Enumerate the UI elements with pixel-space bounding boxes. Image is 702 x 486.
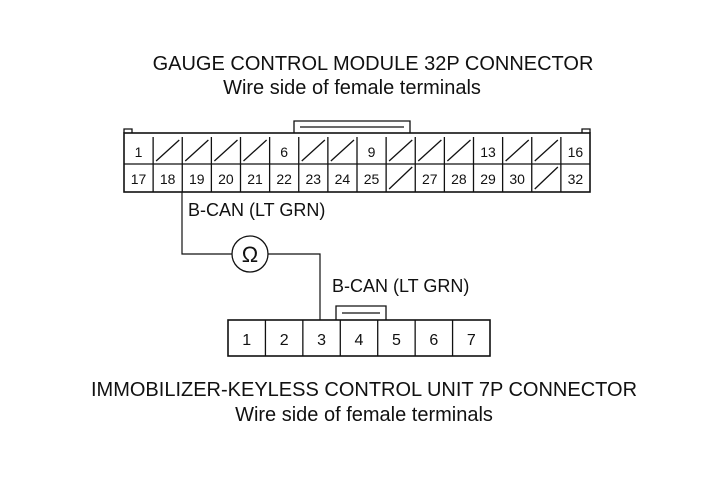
pin-label: 3 [317, 332, 326, 349]
pin-label: 16 [568, 144, 584, 160]
gauge-connector-right-notch [581, 128, 591, 133]
pin-label: 21 [247, 171, 263, 187]
pin-label: 1 [242, 332, 251, 349]
gauge-connector-left-notch [123, 128, 133, 133]
gauge-connector-grid [124, 137, 590, 192]
pin-label: 27 [422, 171, 438, 187]
immobilizer-connector-pins: 1 2 3 4 5 6 7 [242, 332, 476, 349]
empty-cavity-slash [184, 139, 209, 162]
pin-label: 17 [131, 171, 147, 187]
wire-label-lower: B-CAN (LT GRN) [332, 276, 469, 296]
pin-label: 1 [135, 144, 143, 160]
empty-cavity-slash [534, 166, 559, 190]
pin-label: 19 [189, 171, 205, 187]
pin-label: 23 [306, 171, 322, 187]
wire-meter-to-immobilizer [268, 253, 321, 320]
pin-label: 25 [364, 171, 380, 187]
pin-label: 13 [480, 144, 496, 160]
empty-cavity-slash [213, 139, 238, 162]
pin-label: 29 [480, 171, 496, 187]
immobilizer-connector-title: IMMOBILIZER-KEYLESS CONTROL UNIT 7P CONN… [91, 379, 637, 401]
empty-cavity-slash [534, 139, 559, 162]
empty-cavity-slash [301, 139, 326, 162]
pin-label: 28 [451, 171, 467, 187]
pin-label: 7 [467, 332, 476, 349]
pin-label: 20 [218, 171, 234, 187]
empty-cavity-slash [417, 139, 442, 162]
pin-label: 5 [392, 332, 401, 349]
empty-cavity-slash [505, 139, 530, 162]
gauge-connector-lock-tab [293, 120, 411, 133]
pin-label: 24 [335, 171, 351, 187]
immobilizer-connector-lock-tab [335, 305, 387, 320]
immobilizer-connector-7p: 1 2 3 4 5 6 7 [227, 305, 491, 357]
pin-label: 6 [429, 332, 438, 349]
pin-label: 30 [509, 171, 525, 187]
empty-cavity-slash [243, 139, 268, 162]
immobilizer-connector-housing [227, 319, 491, 357]
empty-cavity-slash [155, 139, 180, 162]
gauge-connector-subtitle: Wire side of female terminals [223, 77, 481, 99]
empty-cavity-slash [388, 166, 413, 190]
pin-label: 6 [280, 144, 288, 160]
pin-label: 2 [280, 332, 289, 349]
pin-label: 9 [368, 144, 376, 160]
pin-label: 22 [276, 171, 292, 187]
pin-label: 32 [568, 171, 584, 187]
empty-cavity-slash [330, 139, 355, 162]
immobilizer-connector-subtitle: Wire side of female terminals [235, 404, 493, 426]
wire-label-upper: B-CAN (LT GRN) [188, 200, 325, 220]
pin-label: 4 [355, 332, 364, 349]
immobilizer-connector-grid [264, 320, 454, 356]
empty-cavity-slash [388, 139, 413, 162]
empty-cavity-slash [446, 139, 471, 162]
gauge-connector-title: GAUGE CONTROL MODULE 32P CONNECTOR [153, 53, 594, 75]
pin-label: 18 [160, 171, 176, 187]
wire-gauge-to-meter [181, 192, 232, 255]
ohm-icon: Ω [242, 242, 258, 267]
